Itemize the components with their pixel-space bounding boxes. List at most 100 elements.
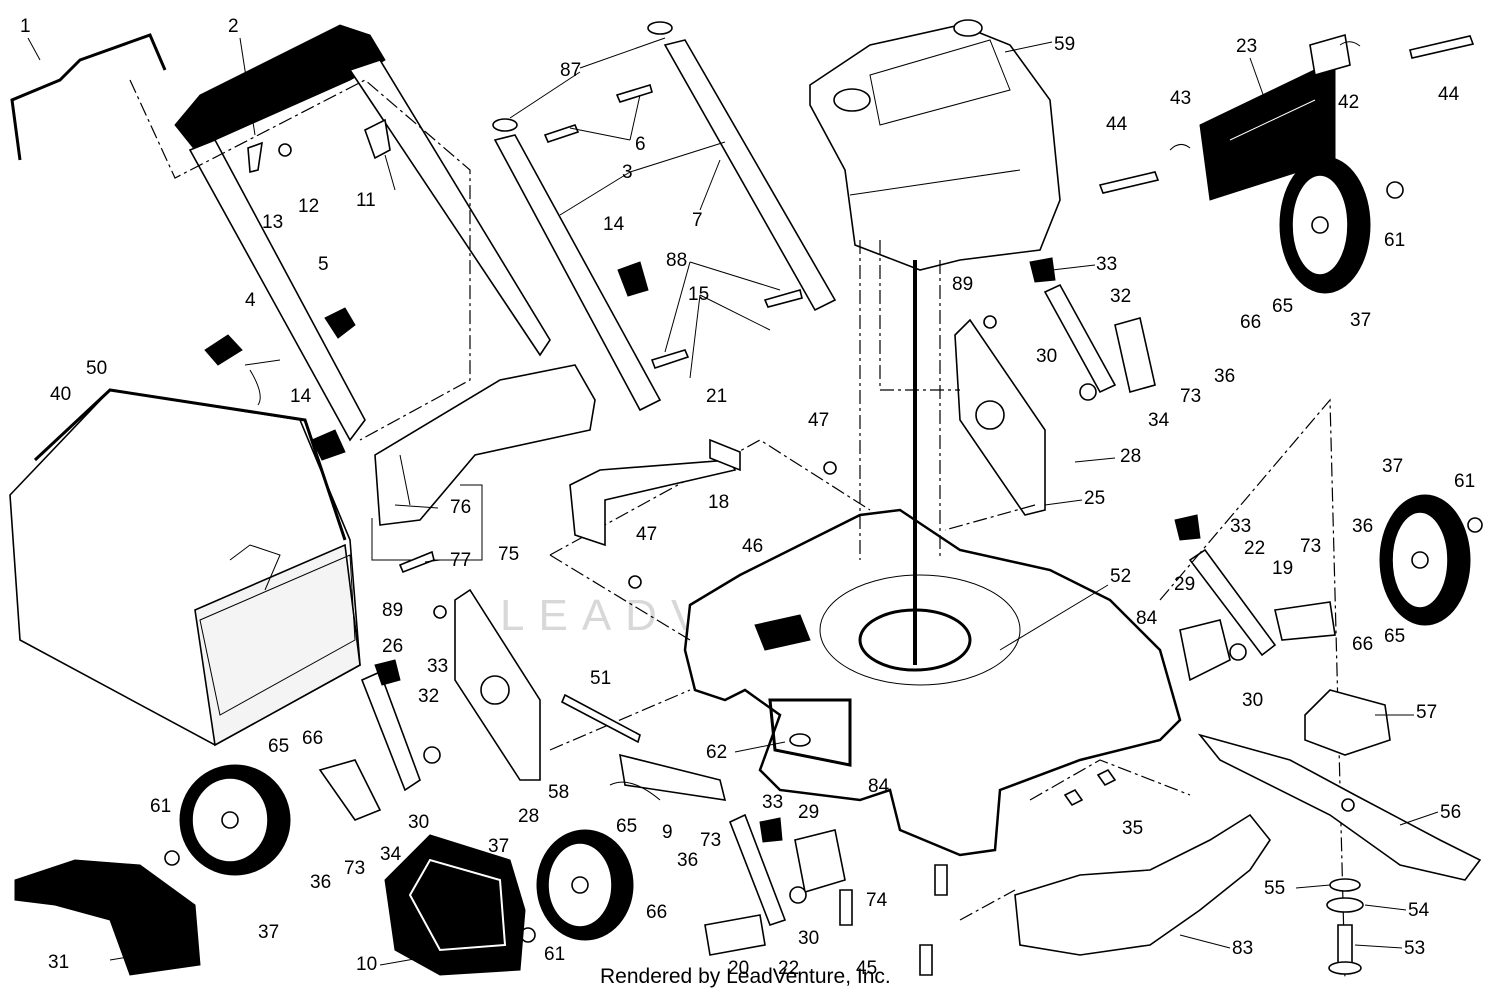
part-labels: 1 2 87 6 3 7 13 12 11 14 88 15 5 4 14 40… (20, 16, 1475, 979)
grass-bag-40-50 (9, 388, 361, 747)
label-56: 56 (1440, 802, 1461, 823)
handle-bolts (543, 83, 803, 370)
label-19: 19 (1272, 558, 1293, 579)
label-33a: 33 (427, 656, 448, 677)
spacers-30 (423, 383, 1247, 904)
credit-text: Rendered by LeadVenture, Inc. (600, 965, 891, 988)
blade-adapter-57 (1304, 689, 1391, 756)
label-15: 15 (688, 284, 709, 305)
label-50: 50 (86, 358, 107, 379)
label-42: 42 (1338, 92, 1359, 113)
label-66b: 66 (646, 902, 667, 923)
throttle-cable-1 (10, 33, 167, 161)
label-73d: 73 (1300, 536, 1321, 557)
label-22a: 22 (778, 958, 799, 979)
label-37d: 37 (1382, 456, 1403, 477)
blade-hardware (1326, 878, 1364, 975)
label-2: 2 (228, 16, 239, 37)
label-28a: 28 (518, 806, 539, 827)
label-52: 52 (1110, 566, 1131, 587)
mower-deck-52 (683, 508, 1182, 857)
label-53: 53 (1404, 938, 1425, 959)
label-73a: 73 (344, 858, 365, 879)
label-44b: 44 (1438, 84, 1460, 105)
leader-lines (27, 37, 1439, 966)
label-55: 55 (1264, 878, 1285, 899)
assembly-lines (129, 79, 1346, 981)
label-47b: 47 (636, 524, 657, 545)
rear-deflector-76 (374, 364, 596, 526)
rear-axle-bolts-44 (1098, 35, 1475, 194)
label-54: 54 (1408, 900, 1430, 921)
label-58: 58 (548, 782, 569, 803)
label-23: 23 (1236, 36, 1257, 57)
label-76: 76 (450, 497, 471, 518)
baffle-83 (1014, 813, 1271, 956)
wheel-37-rear-right (1279, 156, 1404, 294)
bracket-75 (371, 484, 483, 574)
lever-grips-33 (374, 257, 1201, 843)
label-30b: 30 (798, 928, 819, 949)
lower-hardware (433, 315, 1117, 976)
label-25: 25 (1084, 488, 1105, 509)
axle-brackets-34 (318, 317, 1336, 956)
label-73c: 73 (1180, 386, 1201, 407)
label-37b: 37 (488, 836, 509, 857)
label-47a: 47 (808, 410, 829, 431)
label-32b: 32 (1110, 286, 1131, 307)
label-57: 57 (1416, 702, 1437, 723)
label-21: 21 (706, 386, 727, 407)
label-73b: 73 (700, 830, 721, 851)
label-44a: 44 (1106, 114, 1128, 135)
label-12: 12 (298, 196, 319, 217)
label-61b: 61 (544, 944, 565, 965)
label-37c: 37 (1350, 310, 1371, 331)
label-22b: 22 (1244, 538, 1265, 559)
label-45: 45 (856, 958, 877, 979)
label-61c: 61 (1384, 230, 1405, 251)
label-31: 31 (48, 952, 69, 973)
wheel-37-front-left (164, 764, 291, 876)
label-34b: 34 (1148, 410, 1170, 431)
label-84a: 84 (868, 776, 890, 797)
wheel-cover-31 (14, 859, 201, 976)
height-adjuster-26 (454, 588, 541, 781)
label-26: 26 (382, 636, 403, 657)
label-37a: 37 (258, 922, 279, 943)
label-30c: 30 (1036, 346, 1057, 367)
label-3: 3 (622, 162, 633, 183)
label-7: 7 (692, 210, 703, 231)
label-10: 10 (356, 954, 377, 975)
label-4: 4 (245, 290, 256, 311)
label-33d: 33 (1230, 516, 1251, 537)
wheel-37-rear-left (520, 829, 634, 943)
label-65c: 65 (1272, 296, 1293, 317)
label-32a: 32 (418, 686, 439, 707)
label-1: 1 (20, 16, 31, 37)
label-65a: 65 (268, 736, 289, 757)
label-59: 59 (1054, 34, 1075, 55)
height-levers-32 (360, 283, 1277, 926)
label-30a: 30 (408, 812, 429, 833)
label-65d: 65 (1384, 626, 1405, 647)
label-46: 46 (742, 536, 763, 557)
label-62: 62 (706, 742, 727, 763)
label-36b: 36 (677, 850, 698, 871)
label-35: 35 (1122, 818, 1143, 839)
label-14a: 14 (603, 214, 625, 235)
label-77: 77 (450, 550, 471, 571)
blade-56 (1197, 733, 1482, 881)
engine-59 (809, 19, 1061, 271)
label-36c: 36 (1214, 366, 1235, 387)
label-40: 40 (50, 384, 71, 405)
label-36d: 36 (1352, 516, 1373, 537)
label-29a: 29 (798, 802, 819, 823)
label-6: 6 (635, 134, 646, 155)
label-13: 13 (262, 212, 283, 233)
label-20: 20 (728, 958, 749, 979)
label-9: 9 (662, 822, 673, 843)
label-51: 51 (590, 668, 611, 689)
handle-knobs (204, 261, 649, 461)
upper-handle-2 (174, 24, 551, 442)
label-88: 88 (666, 250, 687, 271)
